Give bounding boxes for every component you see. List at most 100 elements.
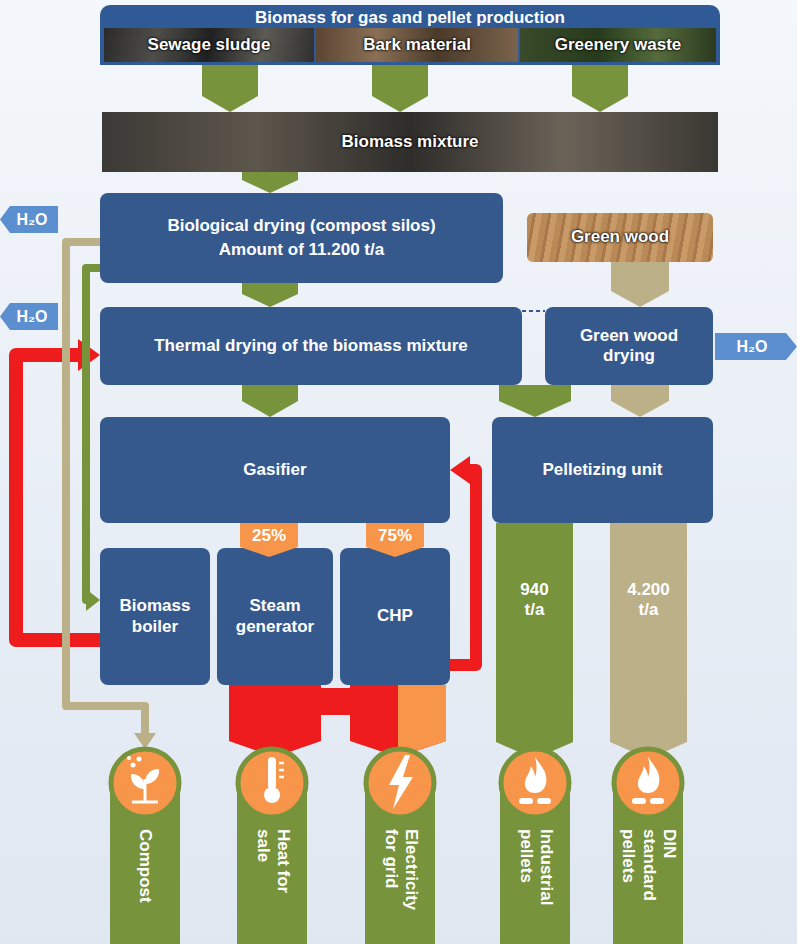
water-tag: H₂O [0,303,58,330]
arrow-body [202,62,258,112]
product-icon [389,755,413,809]
node-text: Greenery waste [555,35,682,55]
flow-arrow [242,172,298,193]
process-box: Steam generator [217,548,333,685]
icon-part [145,769,159,784]
product-circle [366,749,434,817]
product-circle [238,749,306,817]
process-box: Green wood drying [545,307,713,385]
arrow-head [86,589,100,611]
node-text: Pelletizing unit [543,460,663,480]
node-text: Thermal drying of the biomass mixture [154,336,468,356]
product-icon [127,756,159,802]
product-circle [111,749,179,817]
arrow-body [611,385,669,417]
icon-part [632,798,646,804]
water-tag: H₂O [715,333,797,360]
icon-part [650,798,664,804]
icon-part [127,756,131,760]
flow-line [450,456,476,665]
icon-part [279,763,284,777]
process-box: CHP [340,548,450,685]
node-text: Biomass boiler [106,596,204,637]
tag-shape [715,333,797,360]
arrow-body [350,685,446,757]
arrow-head [450,456,470,484]
line-body [450,470,476,665]
output-column: 4.200 t/a [610,530,687,742]
process-box: Biomass boiler [100,548,210,685]
icon-part [638,757,660,793]
arrow-body [611,262,669,307]
product-icon [632,757,664,804]
arrow-body [398,685,446,757]
icon-part [132,801,158,804]
photo-band: Biomass mixture [102,112,718,172]
tag-shape [0,206,58,233]
photo-strip: Sewage sludge [104,28,314,62]
flow-arrow [611,262,669,307]
flow-arrow [611,385,669,417]
icon-part [131,774,145,789]
water-tag: H₂O [0,206,58,233]
percent-tag: 75% [366,523,424,557]
node-text: CHP [377,606,413,626]
node-text: Heat for sale [252,829,293,929]
icon-part [264,787,280,803]
product-node: Compost [105,745,185,944]
arrow-body [229,685,321,757]
node-text: 25% [252,526,286,546]
node-text: H₂O [16,307,47,326]
product-circle [614,749,682,817]
node-text: Steam generator [223,596,327,637]
node-text: Green wood drying [569,326,689,367]
node-text: H₂O [16,210,47,229]
node-text: Gasifier [243,460,306,480]
product-circle [501,749,569,817]
product-icon [519,757,551,804]
arrow-body [572,62,628,112]
icon-part [537,798,551,804]
product-icon [264,757,284,803]
flow-line [86,268,100,611]
product-node: DIN standard pellets [608,745,688,944]
flow-arrow [499,385,571,417]
percent-tag: 25% [240,523,298,557]
flow-arrow [572,62,628,112]
photo-strip: Greenery waste [520,28,716,62]
icon-part [131,763,136,768]
tag-shape [0,303,58,330]
flow-arrow [372,62,428,112]
title-banner: Biomass for gas and pellet productionSew… [100,5,720,65]
arrow-body [242,172,298,193]
process-box: Thermal drying of the biomass mixture [100,307,522,385]
icon-part [389,755,413,809]
line-body [86,268,100,600]
flow-line [522,311,545,312]
line-body [522,310,545,312]
arrow-body [499,385,571,417]
node-text: 75% [378,526,412,546]
photo-box: Green wood [527,213,713,262]
arrow-body [242,385,298,417]
product-node: Industrial pellets [495,745,575,944]
flow-arrow [202,62,258,112]
node-text: Biomass mixture [342,132,479,152]
node-text: H₂O [736,337,767,356]
arrow-body [242,283,298,307]
node-text: Compost [135,829,155,929]
flow-arrow [350,685,446,757]
icon-part [525,757,547,793]
product-node: Electricity for grid [360,745,440,944]
icon-part [137,757,142,762]
icon-part [268,757,276,789]
arrow-body [372,62,428,112]
node-text: Bark material [363,35,471,55]
flow-arrow [242,283,298,307]
icon-part [519,798,533,804]
node-text: 940 t/a [509,580,561,621]
photo-strip: Bark material [316,28,518,62]
node-text: 4.200 t/a [623,580,675,621]
process-box: Gasifier [100,417,450,523]
node-text: DIN standard pellets [617,829,678,929]
